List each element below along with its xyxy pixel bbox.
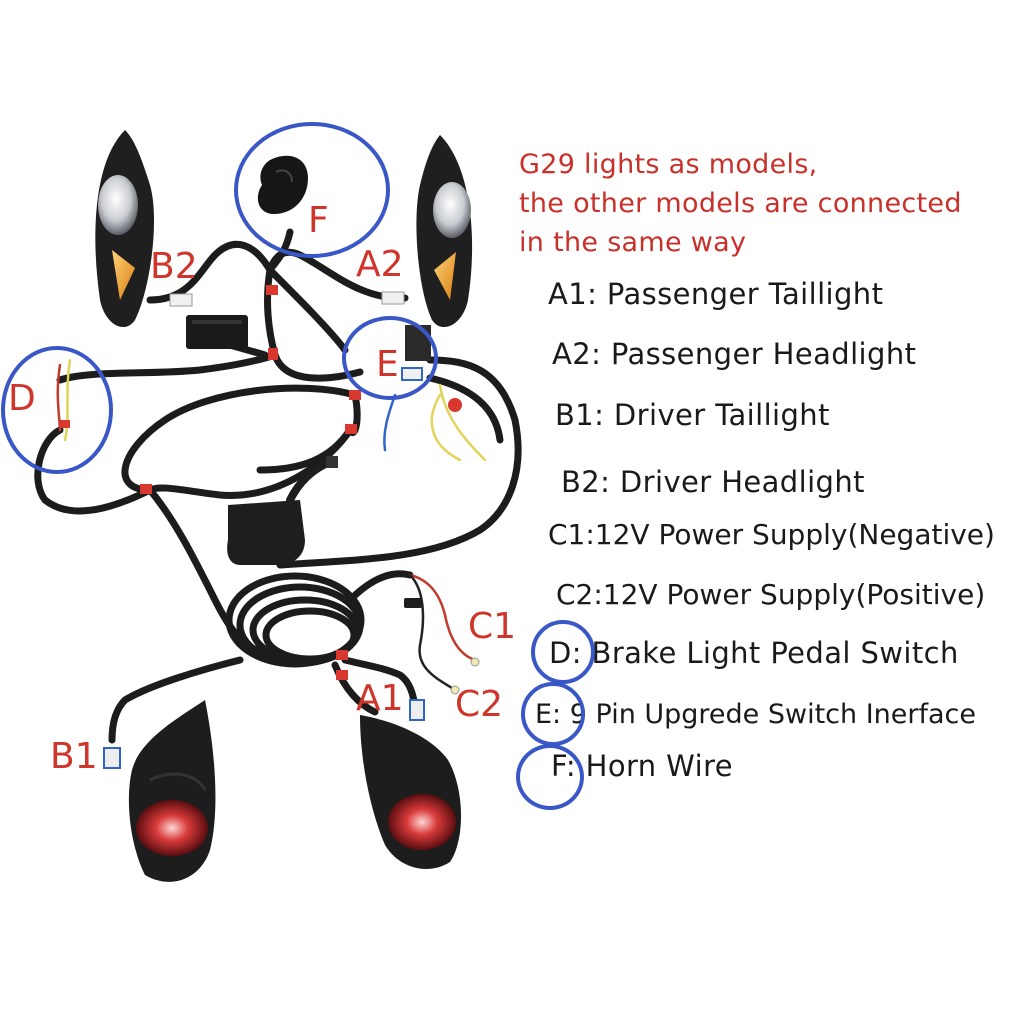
legend-ring-e [521,682,585,746]
horn [257,155,308,215]
switch-box [186,315,248,349]
passenger-headlight [381,135,473,328]
thin-wires [56,358,487,692]
tag-a2: A2 [356,244,404,285]
legend-e: E: 9 Pin Upgrede Switch Inerface [535,699,977,730]
turn-signal-switch [227,456,338,565]
tag-b1: B1 [50,736,98,777]
driver-headlight [95,130,193,328]
legend-d: D: Brake Light Pedal Switch [549,636,959,670]
tag-c1: C1 [468,606,516,647]
legend-ring-f [516,744,584,810]
note-line-3: in the same way [519,227,747,258]
note-line-2: the other models are connected [519,188,962,219]
passenger-taillight [360,699,462,869]
legend-ring-d [531,620,595,684]
highlight-rings [1,122,438,474]
legend-a2: A2: Passenger Headlight [552,337,917,371]
legend-a1: A1: Passenger Taillight [548,277,884,311]
fuse-holder [404,598,480,695]
driver-taillight [103,700,216,882]
legend-b2: B2: Driver Headlight [561,465,865,499]
tag-b2: B2 [150,246,198,287]
note-line-1: G29 lights as models, [519,149,818,180]
ring-f [234,122,390,258]
ring-d [1,346,113,474]
legend-c2: C2:12V Power Supply(Positive) [556,578,986,611]
tag-d: D [8,378,36,419]
tag-f: F [308,200,329,241]
legend-c1: C1:12V Power Supply(Negative) [548,518,995,551]
tag-a1: A1 [356,678,404,719]
ring-e [342,316,438,400]
tag-e: E [376,344,399,385]
tape-markers [60,285,361,680]
legend-b1: B1: Driver Taillight [555,398,830,432]
tag-c2: C2 [455,684,503,725]
